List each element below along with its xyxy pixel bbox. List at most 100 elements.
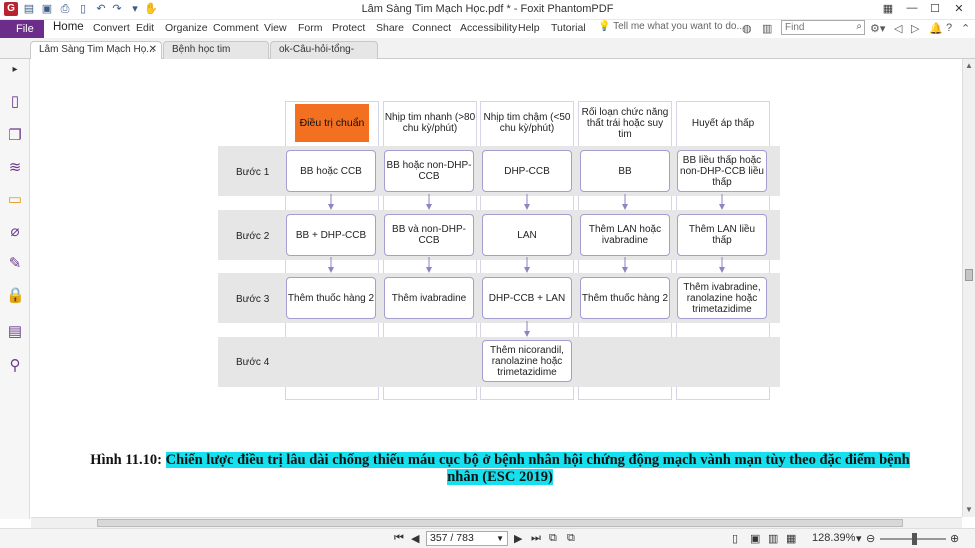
collapse-ribbon-icon[interactable]: ⌃ <box>961 23 971 35</box>
horizontal-scrollbar[interactable] <box>31 517 962 528</box>
node-step3-standard: Thêm thuốc hàng 2 <box>286 277 376 319</box>
vertical-scroll-thumb[interactable] <box>965 269 973 281</box>
horizontal-scroll-thumb[interactable] <box>97 519 903 527</box>
node-step2-low-bp: Thêm LAN liều thấp <box>677 214 767 256</box>
node-step3-slow: DHP-CCB + LAN <box>482 277 572 319</box>
continuous-view-icon[interactable]: ▣ <box>750 533 761 545</box>
menu-convert[interactable]: Convert <box>93 22 130 34</box>
last-page-icon[interactable]: ⏭ <box>531 532 541 544</box>
zoom-level[interactable]: 128.39% <box>812 532 856 544</box>
header-fast-heart-rate: Nhịp tim nhanh (>80 chu kỳ/phút) <box>384 112 476 134</box>
menu-help[interactable]: Help <box>518 22 540 34</box>
minimize-button[interactable]: — <box>906 2 918 14</box>
menu-accessibility[interactable]: Accessibility <box>460 22 518 34</box>
single-page-view-icon[interactable]: ▯ <box>732 533 739 545</box>
layout-icon[interactable]: ▥ <box>762 23 773 35</box>
zoom-in-icon[interactable]: ⊕ <box>950 533 960 545</box>
next-view-icon[interactable]: ⧉ <box>567 532 575 544</box>
redo-icon[interactable]: ↷ <box>112 3 122 15</box>
zoom-dropdown-icon[interactable]: ▾ <box>856 533 862 545</box>
undo-icon[interactable]: ↶ <box>96 3 106 15</box>
status-bar: ⏮ ◀ 357 / 783 ▼ ▶ ⏭ ⧉ ⧉ ▯ ▣ ▥ ▦ 128.39% ▾… <box>0 528 975 548</box>
vertical-scrollbar[interactable]: ▲ ▼ <box>962 59 975 517</box>
forward-icon[interactable]: ▷ <box>911 23 920 35</box>
menu-edit[interactable]: Edit <box>136 22 155 34</box>
caption-highlighted-text: Chiến lược điều trị lâu dài chống thiếu … <box>165 452 910 485</box>
foxit-logo-icon: G <box>4 2 18 16</box>
zoom-slider-handle[interactable] <box>912 533 917 545</box>
back-icon[interactable]: ◁ <box>894 23 903 35</box>
page-icon[interactable]: ▯ <box>10 93 20 110</box>
step-label-3: Bước 3 <box>236 294 270 305</box>
coin-icon[interactable]: ◍ <box>742 23 752 35</box>
node-step2-fast: BB và non-DHP-CCB <box>384 214 474 256</box>
lock-icon[interactable]: 🔒 <box>6 287 25 304</box>
notification-bell-icon[interactable]: 🔔 <box>929 23 943 35</box>
chevron-down-icon[interactable]: ▼ <box>496 534 504 543</box>
menu-form[interactable]: Form <box>298 22 323 34</box>
node-step1-lv: BB <box>580 150 670 192</box>
form-fields-icon[interactable]: ▤ <box>7 323 23 340</box>
search-icon[interactable]: ⌕ <box>856 21 862 32</box>
tab-label: Lâm Sàng Tim Mạch Họ... <box>39 44 155 55</box>
node-step3-lv: Thêm thuốc hàng 2 <box>580 277 670 319</box>
previous-view-icon[interactable]: ⧉ <box>549 532 557 544</box>
tell-me-search[interactable]: 💡 Tell me what you want to do... <box>598 21 745 32</box>
caption-prefix: Hình 11.10: <box>90 452 166 468</box>
next-page-icon[interactable]: ▶ <box>514 533 523 545</box>
node-step3-fast: Thêm ivabradine <box>384 277 474 319</box>
new-icon[interactable]: ▯ <box>79 3 87 15</box>
menu-organize[interactable]: Organize <box>165 22 208 34</box>
window-title: Lâm Sàng Tim Mạch Học.pdf * - Foxit Phan… <box>361 3 614 15</box>
scroll-down-icon[interactable]: ▼ <box>965 505 973 514</box>
save-icon[interactable]: ▣ <box>41 3 53 15</box>
find-box[interactable]: ⌕ <box>781 20 865 35</box>
search-people-icon[interactable]: ⚲ <box>9 357 21 374</box>
document-tab-bar: Lâm Sàng Tim Mạch Họ...✕ Bệnh học tim mạ… <box>0 38 975 71</box>
node-step2-lv: Thêm LAN hoặc ivabradine <box>580 214 670 256</box>
previous-page-icon[interactable]: ◀ <box>411 533 420 545</box>
menu-share[interactable]: Share <box>376 22 405 34</box>
menu-comment[interactable]: Comment <box>213 22 259 34</box>
maximize-button[interactable]: ☐ <box>930 3 940 15</box>
open-icon[interactable]: ▤ <box>23 3 35 15</box>
node-step1-standard: BB hoặc CCB <box>286 150 376 192</box>
scroll-up-icon[interactable]: ▲ <box>965 61 973 70</box>
page-number-value: 357 / 783 <box>430 532 474 544</box>
header-lv-dysfunction: Rối loạn chức năng thất trái hoặc suy ti… <box>581 106 669 140</box>
print-icon[interactable]: ⎙ <box>60 3 70 15</box>
title-bar: G ▤ ▣ ⎙ ▯ ↶ ↷ ▾ ✋ Lâm Sàng Tim Mạch Học.… <box>0 0 975 20</box>
signature-icon[interactable]: ✎ <box>8 255 22 272</box>
close-tab-icon[interactable]: ✕ <box>148 44 157 55</box>
continuous-facing-view-icon[interactable]: ▦ <box>786 533 797 545</box>
gear-icon[interactable]: ⚙▾ <box>870 23 886 35</box>
thumbnails-icon[interactable]: ❐ <box>8 127 22 144</box>
attachment-icon[interactable]: ⌀ <box>10 223 20 240</box>
lightbulb-icon: 💡 <box>598 21 614 32</box>
menu-view[interactable]: View <box>264 22 287 34</box>
expand-panel-icon[interactable]: ▸ <box>12 64 18 75</box>
customize-toolbar-icon[interactable]: ▾ <box>132 3 138 15</box>
layers-icon[interactable]: ≋ <box>8 159 22 176</box>
comments-icon[interactable]: ▭ <box>7 191 23 208</box>
menu-home[interactable]: Home <box>53 21 84 33</box>
menu-bar: File Home Convert Edit Organize Comment … <box>0 20 975 38</box>
find-input[interactable] <box>782 21 848 34</box>
ribbon-display-icon[interactable]: ▦ <box>882 3 894 15</box>
page-number-field[interactable]: 357 / 783 ▼ <box>426 531 508 546</box>
menu-protect[interactable]: Protect <box>332 22 366 34</box>
facing-view-icon[interactable]: ▥ <box>768 533 779 545</box>
step-label-4: Bước 4 <box>236 357 270 368</box>
header-standard: Điều trị chuẩn <box>295 104 369 142</box>
node-step3-low-bp: Thêm ivabradine, ranolazine hoặc trimeta… <box>677 277 767 319</box>
tab-lam-sang-tim-mach[interactable]: Lâm Sàng Tim Mạch Họ...✕ <box>30 41 162 59</box>
close-button[interactable]: ✕ <box>954 3 964 15</box>
hand-tool-icon[interactable]: ✋ <box>144 3 158 15</box>
zoom-out-icon[interactable]: ⊖ <box>866 533 876 545</box>
help-icon[interactable]: ? <box>946 22 953 34</box>
file-menu[interactable]: File <box>0 20 44 38</box>
menu-connect[interactable]: Connect <box>412 22 452 34</box>
first-page-icon[interactable]: ⏮ <box>394 532 404 544</box>
menu-tutorial[interactable]: Tutorial <box>551 22 586 34</box>
